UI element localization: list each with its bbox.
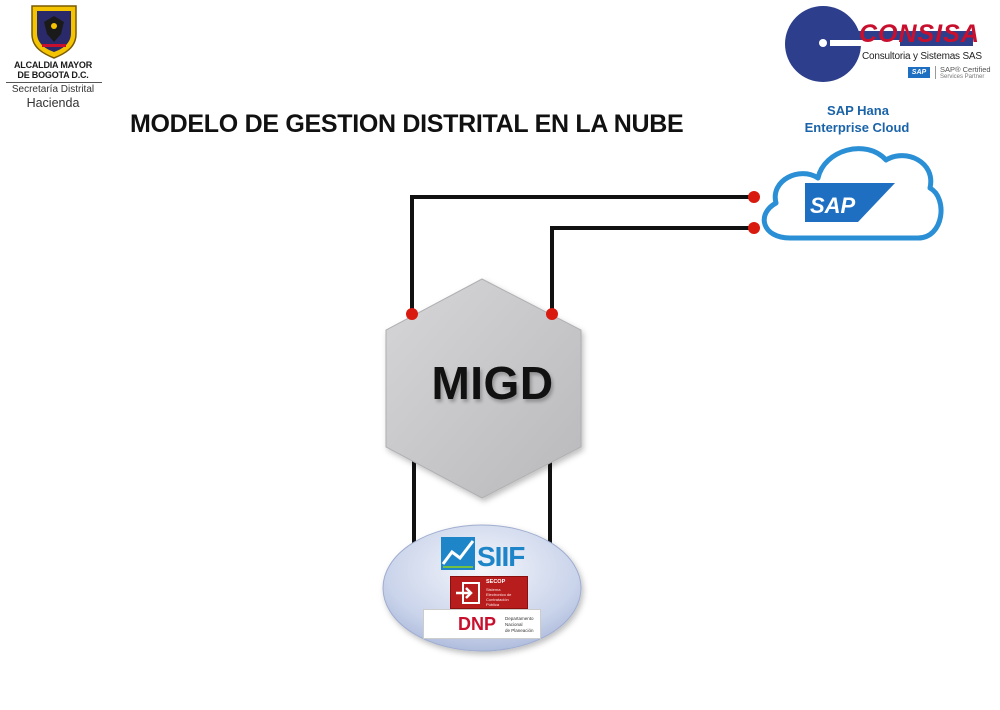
badge-divider bbox=[935, 66, 936, 79]
dnp-logo: DNP Departamento Nacional de Planeación bbox=[423, 609, 541, 639]
dnp-sub-3: de Planeación bbox=[505, 628, 534, 633]
alcaldia-line-1: ALCALDIA MAYOR bbox=[13, 60, 93, 70]
connector-dot bbox=[406, 308, 418, 320]
consisa-logo-icon bbox=[785, 6, 973, 82]
sap-badge-icon: SAP bbox=[908, 67, 930, 78]
page-title: MODELO DE GESTION DISTRITAL EN LA NUBE bbox=[130, 110, 684, 138]
siif-label: SIIF bbox=[477, 541, 525, 572]
consisa-tagline: Consultoria y Sistemas SAS bbox=[862, 51, 982, 62]
connector-dot bbox=[748, 191, 760, 203]
secop-sub-1: Sistema bbox=[486, 587, 501, 592]
sap-cloud-icon[interactable] bbox=[761, 146, 944, 241]
siif-logo-icon bbox=[441, 537, 475, 570]
migd-hexagon[interactable] bbox=[385, 278, 582, 499]
cloud-logo-text: SAP bbox=[810, 193, 856, 218]
migd-label: MIGD bbox=[431, 357, 554, 409]
alcaldia-line-3: Secretaría Distrital bbox=[11, 84, 95, 95]
certified-line-1: SAP® Certified bbox=[940, 65, 991, 74]
cloud-label-line-1: SAP Hana bbox=[827, 103, 889, 118]
sap-logo-icon bbox=[805, 183, 895, 222]
secop-sub-4: Pública bbox=[486, 602, 500, 607]
bogota-shield-icon bbox=[31, 5, 77, 59]
secop-label: SECOP bbox=[486, 579, 506, 585]
consisa-name: CONSISA bbox=[859, 20, 980, 48]
dnp-sub-1: Departamento bbox=[505, 616, 534, 621]
certified-line-2: Services Partner bbox=[940, 74, 985, 80]
cloud-label-line-2: Enterprise Cloud bbox=[804, 120, 910, 135]
connector-dot bbox=[546, 308, 558, 320]
secop-sub-3: Contratación bbox=[486, 597, 509, 602]
connector-line-cloud-lower bbox=[550, 226, 754, 314]
secop-logo: SECOP Sistema Electronico de Contratació… bbox=[450, 576, 528, 609]
alcaldia-divider bbox=[6, 82, 102, 83]
alcaldia-line-2: DE BOGOTA D.C. bbox=[17, 70, 89, 80]
secop-sub-2: Electronico de bbox=[486, 592, 512, 597]
dnp-sub-2: Nacional bbox=[505, 622, 523, 627]
connector-dot bbox=[748, 222, 760, 234]
alcaldia-line-4: Hacienda bbox=[26, 96, 80, 110]
connector-line-cloud-upper bbox=[410, 195, 754, 314]
secop-entry-icon bbox=[456, 582, 480, 604]
dnp-label: DNP bbox=[458, 614, 497, 634]
alcaldia-logo: ALCALDIA MAYOR DE BOGOTA D.C. Secretaría… bbox=[0, 0, 110, 115]
